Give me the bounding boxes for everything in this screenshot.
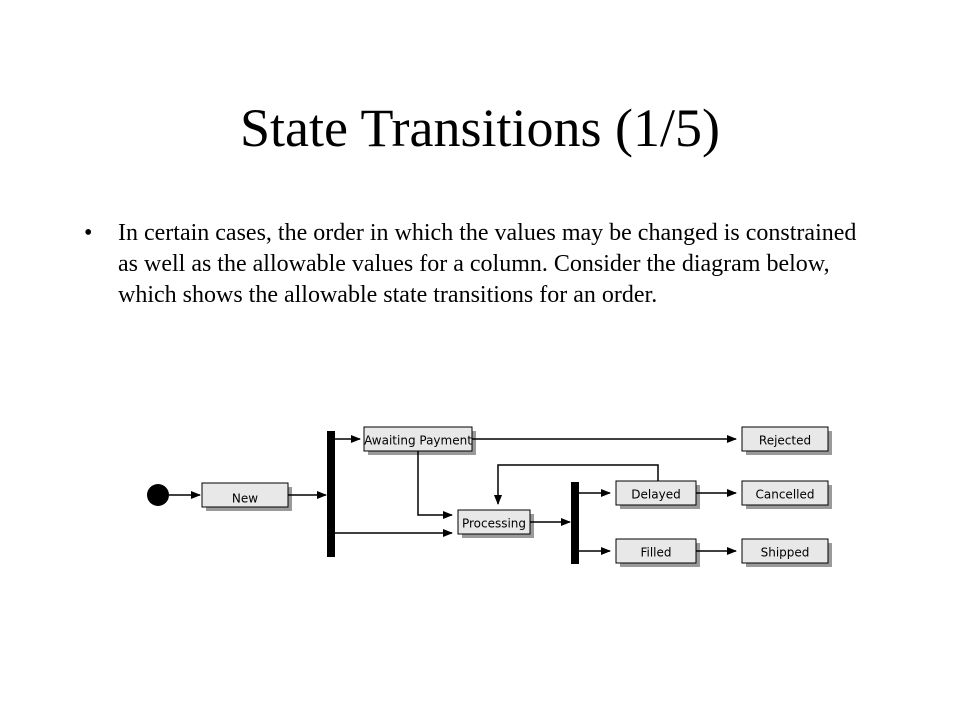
state-filled-label: Filled bbox=[640, 546, 671, 560]
state-processing: Processing bbox=[457, 509, 534, 538]
state-shipped: Shipped bbox=[741, 538, 832, 567]
state-delayed: Delayed bbox=[615, 480, 700, 509]
state-awaiting-payment: Awaiting Payment bbox=[363, 426, 476, 455]
state-new-label: New bbox=[232, 492, 258, 506]
state-processing-label: Processing bbox=[462, 517, 526, 531]
transition-awaiting-payment-to-processing bbox=[417, 451, 453, 519]
bullet-list: • In certain cases, the order in which t… bbox=[84, 218, 864, 311]
bullet-marker: • bbox=[84, 220, 93, 246]
initial-state-dot bbox=[147, 484, 169, 506]
state-cancelled: Cancelled bbox=[741, 480, 832, 509]
state-new: New bbox=[201, 482, 292, 511]
state-awaiting-payment-label: Awaiting Payment bbox=[364, 434, 472, 448]
fork-bar-2 bbox=[571, 482, 579, 564]
state-diagram-svg: New Awaiting Payment Processing bbox=[147, 426, 832, 567]
state-transition-diagram: New Awaiting Payment Processing bbox=[140, 415, 840, 585]
state-rejected-label: Rejected bbox=[759, 434, 811, 448]
state-rejected: Rejected bbox=[741, 426, 832, 455]
state-cancelled-label: Cancelled bbox=[756, 488, 815, 502]
fork-bar-1 bbox=[327, 431, 335, 557]
state-delayed-label: Delayed bbox=[631, 488, 680, 502]
state-filled: Filled bbox=[615, 538, 700, 567]
state-shipped-label: Shipped bbox=[761, 546, 810, 560]
bullet-text: In certain cases, the order in which the… bbox=[118, 220, 857, 308]
transition-delayed-to-processing bbox=[494, 464, 659, 505]
slide-title: State Transitions (1/5) bbox=[239, 98, 721, 158]
